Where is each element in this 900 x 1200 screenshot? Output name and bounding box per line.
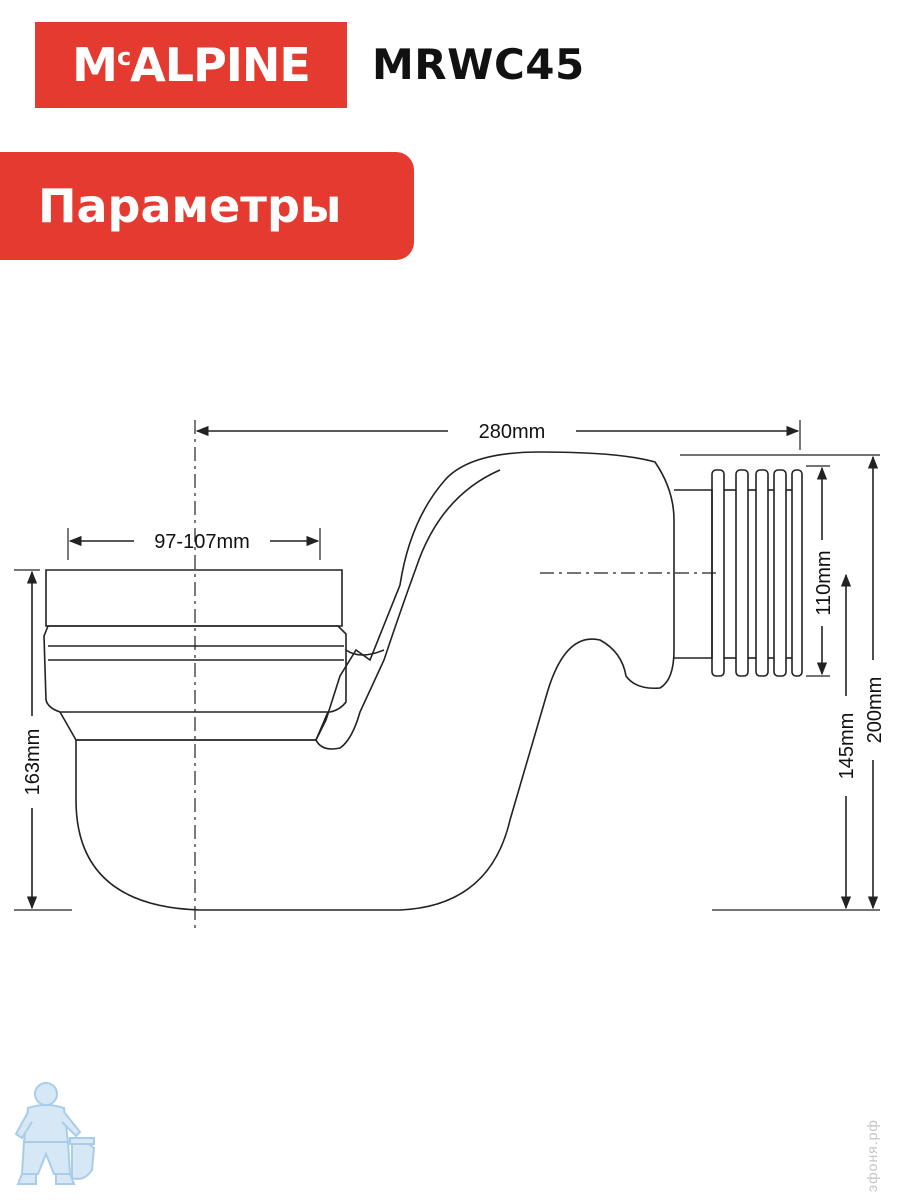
trap-dimension-drawing: 280mm 97-107mm 163mm 110mm 145mm 200mm bbox=[14, 420, 886, 930]
brand-logo: McALPINE bbox=[35, 22, 347, 108]
outlet-corrugations bbox=[711, 469, 803, 677]
dim-label-total-height: 200mm bbox=[864, 677, 886, 744]
extension-lines bbox=[14, 420, 880, 911]
section-title: Параметры bbox=[38, 179, 342, 233]
dim-label-inlet-width: 97-107mm bbox=[154, 531, 250, 553]
inlet-seal-ring bbox=[43, 625, 347, 713]
trap-body bbox=[75, 451, 675, 911]
dim-label-outlet-height: 145mm bbox=[836, 713, 858, 780]
trap-inner-curve bbox=[315, 469, 501, 750]
section-banner: Параметры bbox=[0, 152, 414, 260]
inlet-collar bbox=[45, 569, 343, 627]
dim-label-total-length: 280mm bbox=[479, 421, 546, 443]
model-name: MRWC45 bbox=[372, 40, 585, 89]
brand-logo-text: McALPINE bbox=[72, 38, 311, 92]
watermark: эфоня.рф bbox=[864, 1119, 880, 1192]
plumber-mascot-icon bbox=[14, 1082, 96, 1185]
dim-label-inlet-height: 163mm bbox=[22, 729, 44, 796]
outlet-pipe bbox=[674, 489, 713, 659]
dim-label-outlet-diameter: 110mm bbox=[813, 550, 835, 615]
